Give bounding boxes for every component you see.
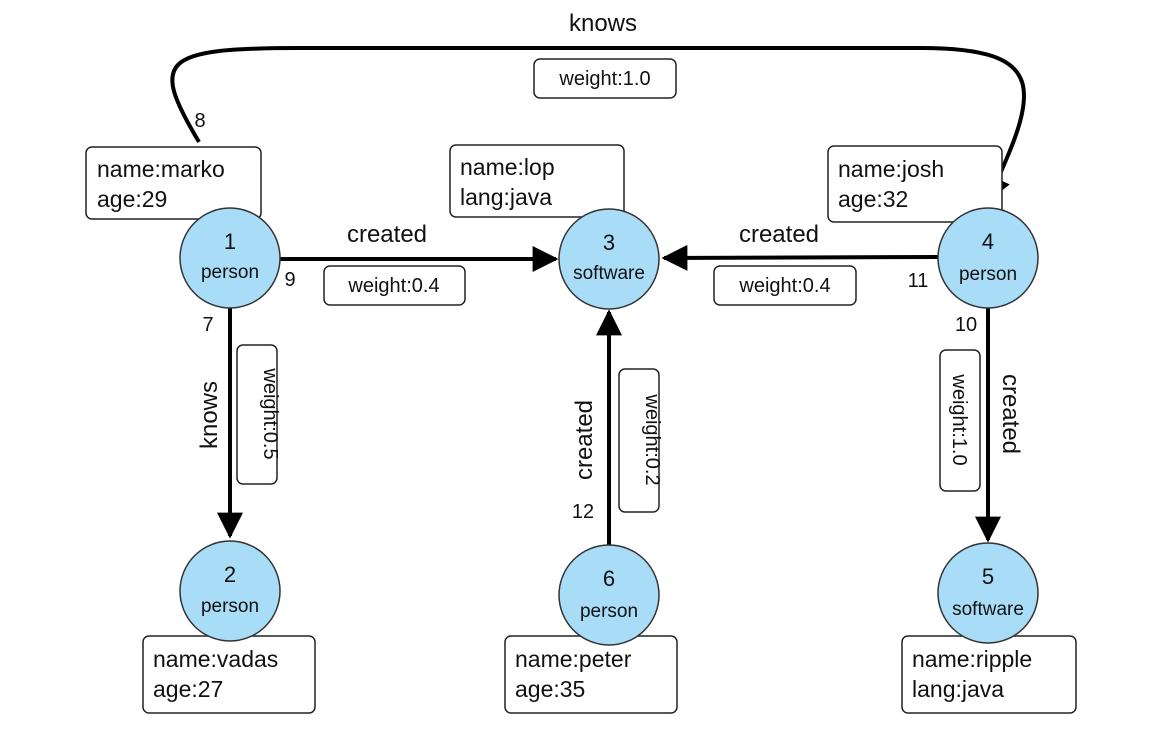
node-4-type: person [959,264,1017,285]
node-3[interactable]: 3 software [558,208,660,310]
node-2-id: 2 [224,562,236,587]
edge-8-id: 8 [194,110,205,132]
node-1-type: person [201,262,259,283]
node-2-type: person [201,596,259,617]
node-1-prop-age: age:29 [97,186,167,212]
node-5-id: 5 [982,564,994,589]
edge-12-weight: weight:0.2 [618,368,663,513]
edge-9-label: created [347,221,427,248]
node-2[interactable]: 2 person [179,540,281,642]
node-6-properties: name:peter age:35 [504,635,678,714]
edge-11-line [661,244,941,271]
node-3-id: 3 [603,230,615,255]
edge-9-id: 9 [284,269,295,291]
node-5-prop-name: name:ripple [912,646,1032,672]
node-5-type: software [952,599,1024,620]
node-4-prop-age: age:32 [838,186,908,212]
node-5[interactable]: 5 software [937,542,1039,644]
node-6-type: person [580,601,638,622]
edge-12-label: created [571,400,598,480]
node-1[interactable]: 1 person [179,207,281,309]
node-6[interactable]: 6 person [558,544,660,646]
edge-7-label: knows [196,381,223,449]
node-4-id: 4 [982,229,994,254]
edge-8-line [170,46,1026,203]
edge-9-weight: weight:0.4 [323,265,466,306]
node-2-properties: name:vadas age:27 [142,635,316,714]
edge-7-weight: weight:0.5 [236,344,281,485]
edge-8-weight: weight:1.0 [533,58,677,99]
node-6-prop-age: age:35 [515,676,585,702]
edge-11-weight: weight:0.4 [713,265,857,306]
node-3-properties: name:lop lang:java [449,144,625,218]
node-4-prop-name: name:josh [838,156,944,182]
edge-10-weight-text: weight:1.0 [948,373,970,465]
node-5-prop-lang: lang:java [912,676,1004,702]
edge-10-id: 10 [955,314,977,336]
edge-10-weight: weight:1.0 [939,349,981,492]
node-3-type: software [573,263,645,284]
node-1-properties: name:marko age:29 [85,146,262,220]
node-3-prop-name: name:lop [460,154,555,180]
node-6-prop-name: name:peter [515,646,632,672]
edge-12-weight-text: weight:0.2 [641,393,663,485]
edge-12-id: 12 [572,501,594,523]
edge-11-label: created [739,221,819,248]
node-2-prop-age: age:27 [153,676,223,702]
edge-10-label: created [997,374,1024,454]
edge-7-id: 7 [202,314,213,336]
node-6-id: 6 [603,566,615,591]
edge-9-weight-text: weight:0.4 [347,275,439,297]
edge-11-weight-text: weight:0.4 [738,275,830,297]
node-1-prop-name: name:marko [97,156,225,182]
node-1-id: 1 [224,229,236,254]
node-2-prop-name: name:vadas [153,646,278,672]
node-4[interactable]: 4 person [937,207,1039,309]
node-5-properties: name:ripple lang:java [901,635,1077,714]
node-3-prop-lang: lang:java [460,184,552,210]
edge-7-weight-text: weight:0.5 [259,367,281,459]
node-4-properties: name:josh age:32 [827,145,1003,223]
edge-11-id: 11 [908,270,929,292]
edge-8-label: knows [569,10,637,37]
edge-8-weight-text: weight:1.0 [558,68,650,90]
